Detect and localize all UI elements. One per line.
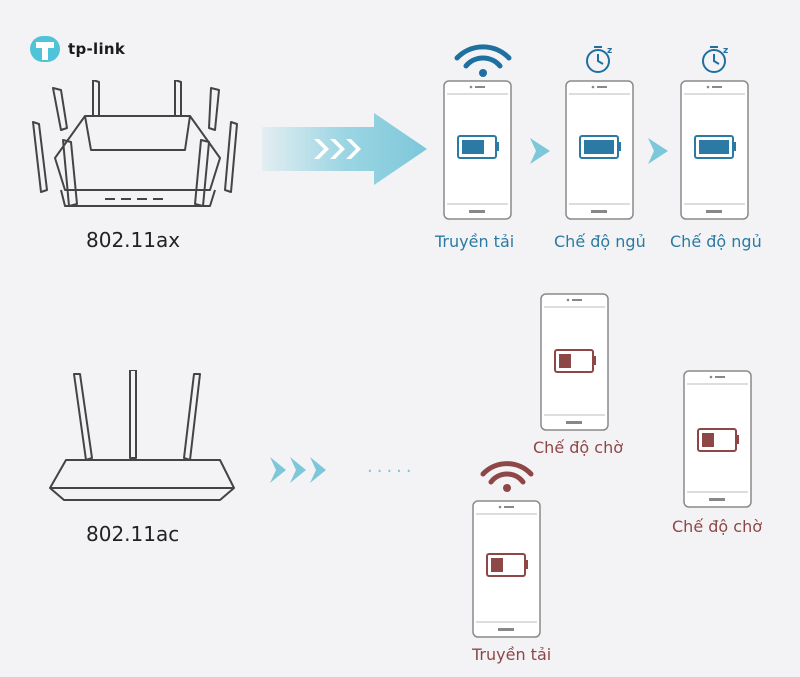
phone-ax-3 [680,80,749,220]
wifi5-router-image [49,370,235,501]
phone-ac-2-label: Chế độ chờ [672,517,762,536]
svg-text:z: z [723,46,728,56]
phone-ac-1 [540,293,609,431]
small-chevron-arrow [648,138,668,164]
phone-ax-1 [443,80,512,220]
phone-ax-2-label: Chế độ ngủ [554,232,646,251]
router-ac-label: 802.11ac [86,522,180,546]
logo-text: tp-link [68,40,126,58]
wifi-icon [454,44,512,77]
phone-ac-3 [472,500,541,638]
phone-ac-3-label: Truyền tải [472,645,552,664]
phone-ax-3-label: Chế độ ngủ [670,232,762,251]
wifi-icon [480,461,534,492]
phone-ax-1-label: Truyền tải [435,232,515,251]
sleep-timer-icon: z [586,46,612,73]
router-ax-label: 802.11ax [86,228,181,252]
tp-link-logo-mark [30,36,60,62]
sleep-timer-icon: z [702,46,728,73]
big-transfer-arrow [262,113,427,185]
tp-link-logo [28,32,68,68]
triple-chevron-arrow [270,457,326,483]
phone-ac-1-label: Chế độ chờ [533,438,623,457]
dotted-separator: ..... [367,456,416,477]
phone-ax-2 [565,80,634,220]
svg-text:z: z [607,46,612,56]
phone-ac-2 [683,370,752,508]
wifi6-router-image [32,80,238,207]
small-chevron-arrow [530,138,550,164]
